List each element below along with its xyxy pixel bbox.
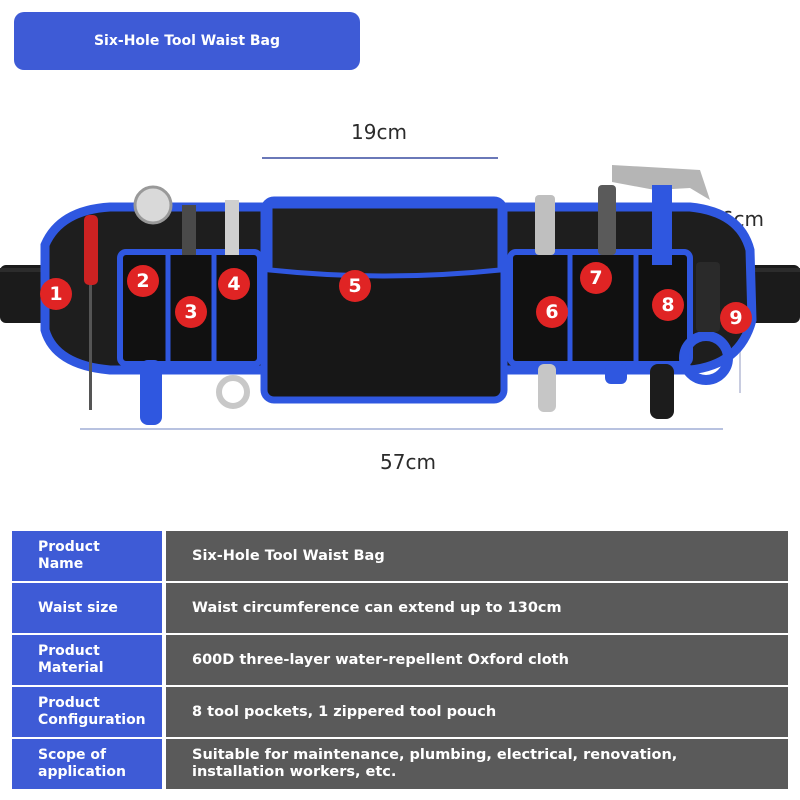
spec-row-configuration: Product Configuration 8 tool pockets, 1 … (12, 687, 788, 737)
spec-value: 8 tool pockets, 1 zippered tool pouch (166, 687, 788, 737)
spec-value: 600D three-layer water-repellent Oxford … (166, 635, 788, 685)
badge-8: 8 (652, 289, 684, 321)
spec-label: Product Name (12, 531, 162, 581)
badge-6: 6 (536, 296, 568, 328)
spec-row-material: Product Material 600D three-layer water-… (12, 635, 788, 685)
badge-9: 9 (720, 302, 752, 334)
spec-label: Product Material (12, 635, 162, 685)
spec-value: Six-Hole Tool Waist Bag (166, 531, 788, 581)
spec-label: Product Configuration (12, 687, 162, 737)
badge-4: 4 (218, 268, 250, 300)
spec-value: Waist circumference can extend up to 130… (166, 583, 788, 633)
dimension-line-top (262, 157, 498, 159)
badge-3: 3 (175, 296, 207, 328)
spec-label: Scope of application (12, 739, 162, 789)
dimension-length: 57cm (380, 450, 436, 474)
spec-row-product-name: Product Name Six-Hole Tool Waist Bag (12, 531, 788, 581)
page-title: Six-Hole Tool Waist Bag (93, 33, 281, 49)
spec-row-waist-size: Waist size Waist circumference can exten… (12, 583, 788, 633)
title-banner: Six-Hole Tool Waist Bag (14, 12, 360, 70)
spec-table: Product Name Six-Hole Tool Waist Bag Wai… (12, 531, 788, 791)
spec-value: Suitable for maintenance, plumbing, elec… (166, 739, 788, 789)
badge-7: 7 (580, 262, 612, 294)
spec-row-scope: Scope of application Suitable for mainte… (12, 739, 788, 789)
badge-5: 5 (339, 270, 371, 302)
dimension-width-top: 19cm (351, 120, 407, 144)
spec-label: Waist size (12, 583, 162, 633)
dimension-line-length (80, 428, 723, 430)
badge-2: 2 (127, 265, 159, 297)
badge-1: 1 (40, 278, 72, 310)
